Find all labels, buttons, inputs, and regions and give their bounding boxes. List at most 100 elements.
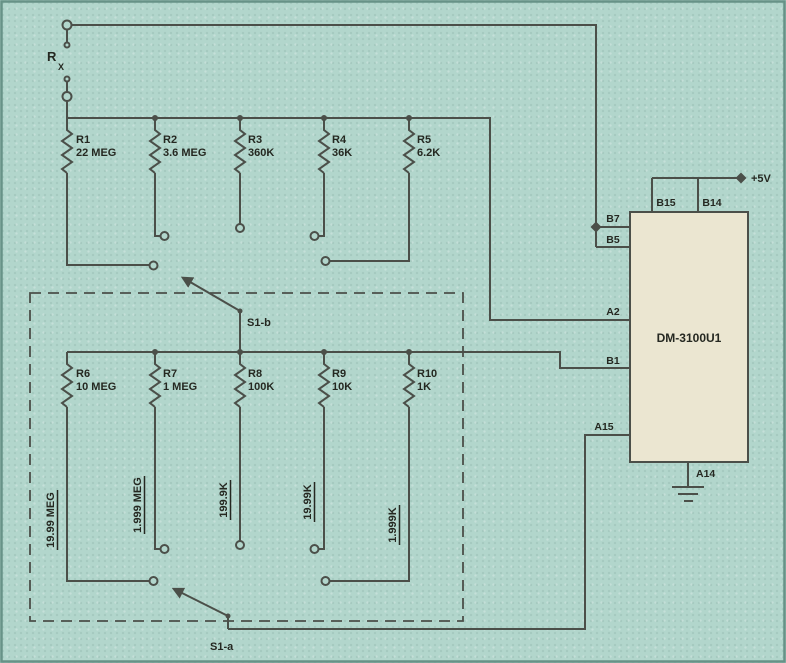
- resistor-r2: R2 3.6 MEG: [148, 118, 206, 241]
- resistor-r6: R6 10 MEG: [60, 352, 159, 586]
- resistor-r10: R10 1K: [320, 352, 437, 586]
- resistor-value: 22 MEG: [76, 147, 116, 159]
- pin-label-a2: A2: [606, 306, 620, 318]
- main-wiring: [66, 24, 630, 630]
- wiper-pivot: [237, 308, 243, 314]
- resistor-symbol: [233, 118, 247, 174]
- pin-label-b14: B14: [702, 197, 721, 209]
- range-label-19.99k: 19.99K: [302, 484, 314, 520]
- resistor-ref: R7: [163, 368, 177, 380]
- resistor-ref: R2: [163, 134, 177, 146]
- resistor-r7: R7 1 MEG: [148, 352, 197, 554]
- wire-rx-to-b7b5: [71, 24, 597, 247]
- resistor-ref: R9: [332, 368, 346, 380]
- resistor-ref: R6: [76, 368, 90, 380]
- resistor-value: 6.2K: [417, 147, 440, 159]
- range-label-1.999meg: 1.999 MEG: [132, 477, 144, 533]
- resistor-lead: [66, 173, 149, 266]
- resistor-value: 100K: [248, 381, 274, 393]
- resistor-value: 1 MEG: [163, 381, 197, 393]
- resistor-symbol: [317, 352, 331, 408]
- pin-label-b7: B7: [606, 213, 620, 225]
- switch-contact: [148, 260, 159, 271]
- resistor-lead: [330, 407, 410, 582]
- rx-terminal-top: [61, 19, 73, 31]
- switch-contact: [159, 231, 170, 241]
- junction-dots: [152, 115, 412, 355]
- switch-contact: [159, 544, 170, 554]
- ic-body: [629, 211, 749, 463]
- resistor-r5: R5 6.2K: [320, 118, 440, 266]
- resistor-ref: R3: [248, 134, 262, 146]
- rx-subscript: X: [58, 62, 64, 72]
- switch-contact: [309, 231, 320, 241]
- wiper-pivot: [225, 613, 231, 619]
- wire-s1a-to-a15: [228, 434, 630, 630]
- range-labels: 19.99 MEG 1.999 MEG 199.9K 19.99K 1.999K: [45, 476, 401, 550]
- rx-lead-top: [63, 41, 71, 49]
- resistor-r9: R9 10K: [309, 352, 352, 554]
- wiper-arrow: [171, 587, 229, 617]
- rx-lead-bottom: [63, 75, 71, 83]
- resistor-value: 10K: [332, 381, 352, 393]
- rx-label: R: [47, 49, 57, 64]
- switch-contact: [320, 576, 331, 586]
- resistor-ref: R8: [248, 368, 262, 380]
- switch-contact: [235, 540, 245, 550]
- resistor-ref: R5: [417, 134, 431, 146]
- resistor-symbol: [60, 352, 74, 408]
- resistor-r4: R4 36K: [309, 118, 352, 241]
- resistor-ref: R10: [417, 368, 437, 380]
- pin-label-b5: B5: [606, 234, 620, 246]
- rx-terminal-bottom: [61, 91, 73, 102]
- resistor-symbol: [402, 352, 416, 408]
- range-label-19.99meg: 19.99 MEG: [45, 492, 57, 548]
- ic-name: DM-3100U1: [657, 331, 722, 345]
- wire-bottom-bus-to-b1: [67, 351, 630, 369]
- b7-junction-diamond: [590, 221, 602, 233]
- supply-junction-diamond: [735, 172, 747, 184]
- ic-dm3100u1: DM-3100U1 +5V B15 B14 B7 B5 A2 B1 A15 A1…: [590, 172, 772, 502]
- resistor-value: 36K: [332, 147, 352, 159]
- resistor-lead: [330, 173, 410, 262]
- switch-contact: [148, 576, 159, 586]
- switch-s1a: S1-a: [171, 587, 234, 653]
- switch-contact: [235, 223, 245, 233]
- resistor-r1: R1 22 MEG: [60, 118, 159, 271]
- ground-symbol: [672, 486, 704, 502]
- pin-label-b1: B1: [606, 355, 620, 367]
- pin-label-a14: A14: [696, 468, 715, 480]
- resistor-lead: [318, 173, 325, 237]
- switch-s1a-label: S1-a: [210, 641, 234, 653]
- resistor-value: 3.6 MEG: [163, 147, 206, 159]
- resistor-symbol: [402, 118, 416, 174]
- resistor-symbol: [233, 352, 247, 408]
- pin-label-a15: A15: [594, 421, 613, 433]
- resistor-r3: R3 360K: [233, 118, 274, 233]
- resistor-symbol: [317, 118, 331, 174]
- resistor-symbol: [148, 118, 162, 174]
- resistor-lead: [154, 173, 161, 237]
- rx-terminal-group: R X: [47, 19, 73, 102]
- resistor-lead: [154, 407, 161, 550]
- resistor-lead: [318, 407, 325, 550]
- pin-label-b15: B15: [656, 197, 675, 209]
- resistor-ref: R1: [76, 134, 90, 146]
- switch-s1b: S1-b: [180, 276, 271, 352]
- supply-label: +5V: [751, 173, 772, 185]
- resistor-symbol: [60, 118, 74, 174]
- range-label-199.9k: 199.9K: [218, 482, 230, 518]
- switch-s1b-label: S1-b: [247, 317, 271, 329]
- switch-assembly-outline: [29, 292, 464, 622]
- resistor-r8: R8 100K: [233, 352, 274, 550]
- resistor-value: 360K: [248, 147, 274, 159]
- switch-contact: [309, 544, 320, 554]
- resistor-ref: R4: [332, 134, 347, 146]
- switch-contact: [320, 256, 331, 266]
- wire-top-bus-to-a2: [66, 101, 630, 321]
- resistor-value: 1K: [417, 381, 431, 393]
- range-label-1.999k: 1.999K: [387, 507, 399, 543]
